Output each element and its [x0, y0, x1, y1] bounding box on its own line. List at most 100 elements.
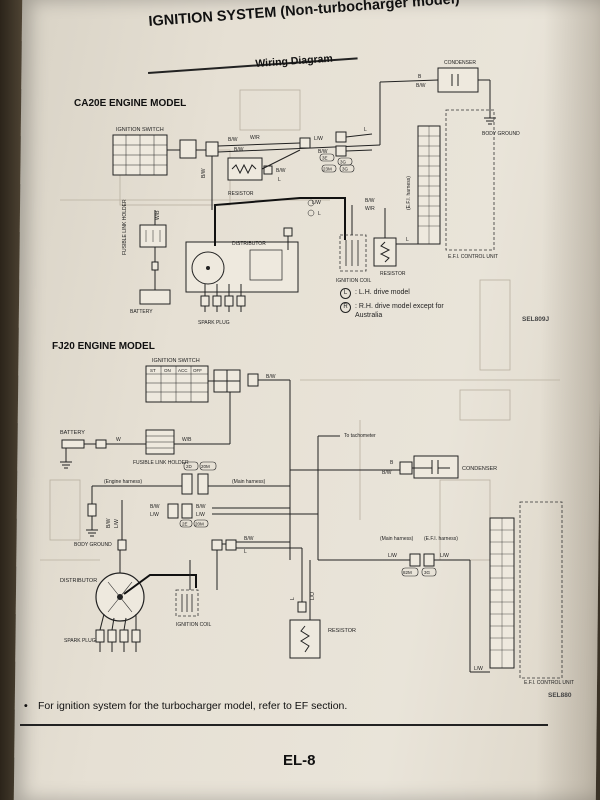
svg-text:W: W [116, 437, 121, 443]
fj20-ignition-switch-box [145, 365, 209, 403]
fj20-efi-harness-label: (E.F.I. harness) [424, 536, 458, 542]
svg-text:L/W: L/W [196, 512, 205, 518]
fj20-battery [61, 439, 85, 449]
svg-text:L: L [406, 237, 409, 243]
fj20-main-harness-label: (Main harness) [232, 479, 266, 485]
svg-text:3E: 3E [322, 156, 328, 161]
ca20e-efi-harness-label: (E.F.I. harness) [406, 176, 412, 210]
fj20-spark-plug-label: SPARK PLUG [64, 638, 96, 644]
svg-text:B/W: B/W [196, 504, 206, 510]
drive-model-legend: L : L.H. drive model R : R.H. drive mode… [340, 288, 445, 320]
svg-text:82M: 82M [403, 570, 412, 575]
legend-l-text: : L.H. drive model [355, 289, 410, 296]
svg-text:B/W: B/W [244, 536, 254, 542]
svg-text:B/W: B/W [276, 168, 286, 174]
fj20-condenser-label: CONDENSER [462, 466, 497, 472]
svg-text:3G: 3G [342, 167, 349, 172]
ca20e-resistor-label: RESISTOR [228, 191, 254, 197]
svg-text:W/R: W/R [250, 135, 260, 141]
svg-text:B/W: B/W [266, 374, 276, 380]
svg-text:L: L [290, 597, 296, 600]
svg-text:B/W: B/W [150, 504, 160, 510]
ca20e-heading: CA20E ENGINE MODEL [74, 98, 187, 109]
figure-code-bottom: SEL880 [548, 692, 572, 699]
fj20-battery-label: BATTERY [60, 430, 85, 436]
svg-text:B/W: B/W [201, 168, 207, 178]
svg-text:B/W: B/W [365, 198, 375, 204]
svg-text:3G: 3G [340, 160, 347, 165]
svg-text:W/R: W/R [365, 206, 375, 212]
fj20-body-ground-label: BODY GROUND [74, 542, 112, 548]
fj20-diagram: ST ON ACC OFF IGNITION SWITCH B/W BATTER… [60, 358, 574, 686]
legend-l-symbol: L [340, 288, 351, 299]
svg-text:2D: 2D [186, 464, 193, 469]
ca20e-diagram: IGNITION SWITCH B/W W/R B/W B/W L/W B/W … [112, 60, 520, 326]
page-number: EL-8 [283, 752, 316, 769]
svg-text:B/W: B/W [234, 147, 244, 153]
svg-text:L/W: L/W [314, 136, 323, 142]
svg-text:B/W: B/W [416, 83, 426, 89]
ca20e-efi-control-unit-label: E.F.I. CONTROL UNIT [448, 254, 498, 260]
svg-text:B: B [418, 74, 422, 80]
ca20e-body-ground-label: BODY GROUND [482, 131, 520, 137]
ca20e-ignition-switch-label: IGNITION SWITCH [116, 127, 164, 133]
legend-r-symbol: R [340, 302, 351, 313]
svg-text:ACC: ACC [178, 368, 188, 373]
svg-text:L: L [364, 127, 367, 133]
fj20-heading: FJ20 ENGINE MODEL [52, 341, 155, 352]
ca20e-distributor-label: DISTRIBUTOR [232, 241, 266, 247]
svg-text:ST: ST [150, 368, 156, 373]
legend-r-text: : R.H. drive model except for Australia [355, 303, 444, 319]
fj20-main-harness-2-label: (Main harness) [380, 536, 414, 542]
fj20-fusible-link-label: FUSIBLE LINK HOLDER [133, 460, 189, 466]
svg-text:L: L [244, 549, 247, 555]
svg-text:W/B: W/B [155, 210, 161, 220]
svg-text:2E: 2E [182, 522, 188, 527]
ca20e-resistor-coil-label: RESISTOR [380, 271, 406, 277]
fj20-efi-control-unit-label: E.F.I. CONTROL UNIT [524, 680, 574, 686]
svg-text:B/W: B/W [318, 149, 328, 155]
svg-text:B/W: B/W [382, 470, 392, 476]
footnote-text: For ignition system for the turbocharger… [38, 700, 348, 712]
ca20e-ignition-coil-label: IGNITION COIL [336, 278, 372, 284]
fj20-spark-plugs [95, 613, 141, 652]
svg-text:B/W: B/W [228, 137, 238, 143]
fj20-resistor-label: RESISTOR [328, 628, 356, 634]
ca20e-spark-plugs [200, 284, 246, 312]
svg-text:B/W: B/W [106, 518, 112, 528]
ca20e-battery-label: BATTERY [130, 309, 153, 315]
svg-text:23M: 23M [323, 167, 332, 172]
svg-text:L: L [318, 211, 321, 217]
fj20-distributor-label: DISTRIBUTOR [60, 578, 97, 584]
fj20-ignition-switch-label: IGNITION SWITCH [152, 358, 200, 364]
svg-text:20M: 20M [195, 522, 204, 527]
ca20e-condenser-label: CONDENSER [444, 60, 476, 66]
svg-text:L/W: L/W [150, 512, 159, 518]
svg-text:ON: ON [164, 368, 171, 373]
bullet-icon: • [24, 700, 28, 712]
fj20-ignition-coil-label: IGNITION COIL [176, 622, 212, 628]
svg-text:L: L [278, 177, 281, 183]
svg-text:W/B: W/B [182, 437, 192, 443]
ca20e-distributor-box [185, 241, 299, 293]
ca20e-fusible-link-label: FUSIBLE LINK HOLDER [122, 199, 128, 255]
svg-text:L/W: L/W [440, 553, 449, 559]
footnote: • For ignition system for the turbocharge… [24, 700, 347, 712]
fj20-condenser [413, 455, 459, 479]
svg-text:L/O: L/O [310, 592, 316, 600]
svg-text:3G: 3G [424, 570, 431, 575]
ca20e-spark-plug-label: SPARK PLUG [198, 320, 230, 326]
fj20-tachometer-label: To tachometer [344, 433, 376, 439]
fj20-engine-harness-label: (Engine harness) [104, 479, 142, 485]
svg-text:20M: 20M [201, 464, 210, 469]
ca20e-battery [139, 289, 171, 305]
svg-text:L/W: L/W [474, 666, 483, 672]
bottom-rule [20, 724, 548, 726]
svg-text:OFF: OFF [193, 368, 202, 373]
svg-text:B: B [390, 460, 394, 466]
figure-code: SEL809J [522, 316, 550, 323]
svg-text:L/W: L/W [114, 519, 120, 528]
svg-text:L/W: L/W [388, 553, 397, 559]
svg-text:L/W: L/W [312, 200, 321, 206]
